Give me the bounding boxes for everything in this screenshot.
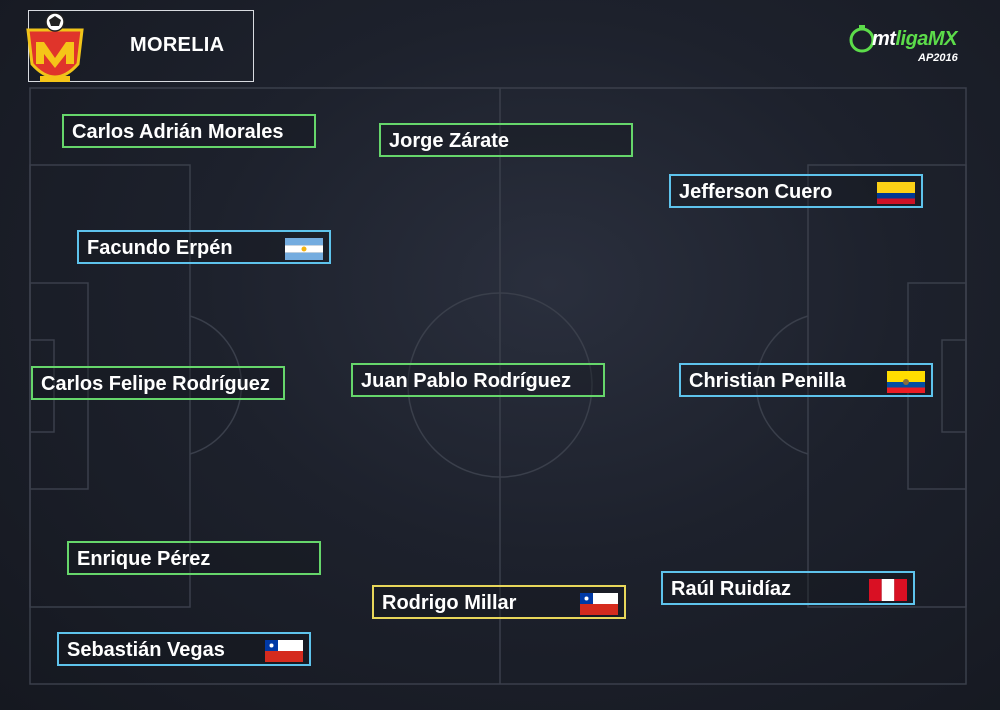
player-card-christian-penilla[interactable]: Christian Penilla (679, 363, 933, 397)
liga-mx-logo-icon (849, 25, 875, 53)
player-card-facundo-erpen[interactable]: Facundo Erpén (77, 230, 331, 264)
player-name: Jefferson Cuero (679, 181, 833, 203)
player-card-carlos-adrian-morales[interactable]: Carlos Adrián Morales (62, 114, 316, 148)
player-card-juan-pablo-rodriguez[interactable]: Juan Pablo Rodríguez (351, 363, 605, 397)
brand-wordmark: mtligaMX (872, 28, 957, 51)
brand-prefix: mt (872, 28, 896, 50)
player-name: Carlos Adrián Morales (72, 121, 284, 143)
colombia-flag-icon (877, 182, 915, 204)
player-card-raul-ruidiaz[interactable]: Raúl Ruidíaz (661, 571, 915, 605)
player-name: Enrique Pérez (77, 548, 211, 570)
player-name: Sebastián Vegas (67, 639, 225, 661)
player-card-jefferson-cuero[interactable]: Jefferson Cuero (669, 174, 923, 208)
player-name: Rodrigo Millar (382, 592, 517, 614)
brand-name: ligaMX (895, 28, 957, 50)
chile-flag-icon (580, 593, 618, 615)
chile-flag-icon (265, 640, 303, 662)
ecuador-flag-icon (887, 371, 925, 393)
center-circle (407, 292, 593, 478)
brand-season: AP2016 (918, 52, 958, 64)
right-goal (941, 339, 967, 433)
player-card-sebastian-vegas[interactable]: Sebastián Vegas (57, 632, 311, 666)
player-name: Facundo Erpén (87, 237, 233, 259)
left-penalty-arc (189, 315, 243, 455)
player-name: Christian Penilla (689, 370, 846, 392)
morelia-crest-logo (26, 12, 84, 82)
player-card-enrique-perez[interactable]: Enrique Pérez (67, 541, 321, 575)
player-name: Jorge Zárate (389, 130, 510, 152)
player-name: Raúl Ruidíaz (671, 578, 792, 600)
player-card-jorge-zarate[interactable]: Jorge Zárate (379, 123, 633, 157)
argentina-flag-icon (285, 238, 323, 260)
player-name: Carlos Felipe Rodríguez (41, 373, 270, 395)
team-name: MORELIA (130, 34, 225, 56)
player-name: Juan Pablo Rodríguez (361, 370, 572, 392)
right-penalty-arc (755, 315, 809, 455)
player-card-rodrigo-millar[interactable]: Rodrigo Millar (372, 585, 626, 619)
left-goal (29, 339, 55, 433)
player-card-carlos-felipe-rodriguez[interactable]: Carlos Felipe Rodríguez (31, 366, 285, 400)
peru-flag-icon (869, 579, 907, 601)
